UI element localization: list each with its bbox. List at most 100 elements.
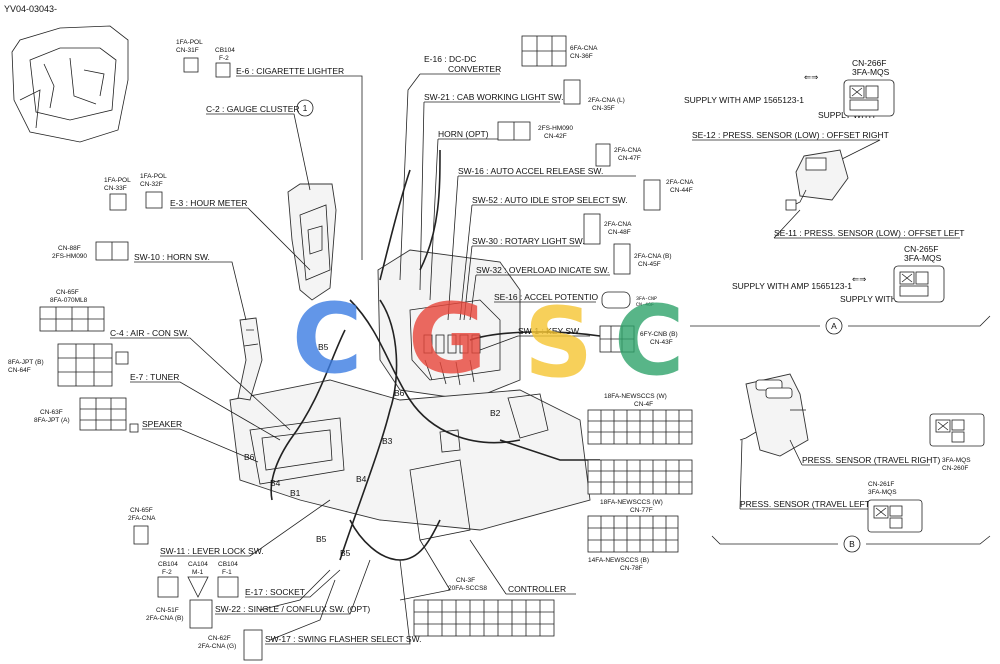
cab-thumbnail [11,25,129,143]
svg-text:3FA-MQS: 3FA-MQS [904,253,942,263]
connector-cn4f: 18FA-NEWSCCS (W) CN-4F [587,393,693,445]
svg-text:CB104: CB104 [158,561,178,568]
svg-text:3FA-CNP: 3FA-CNP [636,296,657,302]
label-hour-meter: E-3 : HOUR METER [170,198,247,208]
label-key-sw: SW-1 : KEY SW. [518,326,581,336]
arrow-a-bottom: ⇐⇒ [852,274,867,284]
svg-text:CN-77F: CN-77F [630,507,653,514]
svg-text:CN-65F: CN-65F [56,289,79,296]
arrow-a-top: ⇐⇒ [804,72,819,82]
connector-cn64f: 8FA-JPT (B) CN-64F [8,343,129,387]
label-press-low-left: SE-11 : PRESS. SENSOR (LOW) : OFFSET LEF… [774,228,965,238]
svg-text:CN-266F: CN-266F [852,58,886,68]
svg-text:SUPPLY WITH AMP 1565123-1: SUPPLY WITH AMP 1565123-1 [684,95,804,105]
harness-labels: B5 B6 B2 B3 B6 B4 B4 B1 B5 B5 [244,342,501,558]
connector-cn46f: 3FA-CNP CN-46F [601,291,657,309]
svg-text:20FA-SCCS8: 20FA-SCCS8 [448,585,487,592]
connector-cn65f-bottom: CN-65F 2FA-CNA [128,507,156,545]
connector-cn63f: CN-63F 8FA-JPT (A) [34,397,139,433]
section-b-marker: B [849,539,855,549]
svg-text:CN-33F: CN-33F [104,185,127,192]
label-single-conflux-sw: SW-22 : SINGLE / CONFLUX SW. (OPT) [215,604,370,614]
svg-text:M-1: M-1 [192,569,204,576]
svg-text:SUPPLY WITH AMP 1565123-1: SUPPLY WITH AMP 1565123-1 [732,281,852,291]
connector-cn77f: 18FA-NEWSCCS (W) CN-77F [587,459,693,514]
svg-text:2FA-CNA: 2FA-CNA [604,221,632,228]
svg-text:CN-42F: CN-42F [544,133,567,140]
svg-text:CN-51F: CN-51F [156,607,179,614]
connector-cb104-f2b: CB104 F-2 [157,561,179,598]
console-assembly [229,183,591,601]
svg-text:CN-45F: CN-45F [638,261,661,268]
svg-text:B4: B4 [356,474,367,484]
document-id: YV04-03043- [4,4,57,14]
svg-text:18FA-NEWSCCS (W): 18FA-NEWSCCS (W) [600,499,663,506]
svg-text:8FA-JPT (A): 8FA-JPT (A) [34,417,70,424]
connector-cn47f: 2FA-CNA CN-47F [595,143,642,167]
connector-cn266f [843,79,895,117]
svg-text:14FA-NEWSCCS (B): 14FA-NEWSCCS (B) [588,557,649,564]
connector-cn31f: 1FA-POL CN-31F [176,39,203,73]
label-accel-potentio: SE-16 : ACCEL POTENTIO [494,292,598,302]
svg-text:CN-46F: CN-46F [636,302,654,308]
svg-text:CN-31F: CN-31F [176,47,199,54]
connector-cn62f: CN-62F 2FA-CNA (G) [198,629,263,661]
svg-text:B5: B5 [318,342,329,352]
svg-text:CN-47F: CN-47F [618,155,641,162]
svg-text:2FA-CNA: 2FA-CNA [128,515,156,522]
watermark-letter-g: G [408,283,487,395]
svg-text:B6: B6 [244,452,255,462]
press-sensor-low-icon [785,149,849,211]
svg-text:2FS-HM090: 2FS-HM090 [538,125,573,132]
svg-text:F-2: F-2 [219,55,229,62]
label-dcdc-1: E-16 : DC-DC [424,54,476,64]
connector-cb104-f1: CB104 F-1 [217,561,239,598]
svg-text:CB104: CB104 [218,561,238,568]
svg-text:8FA-070ML8: 8FA-070ML8 [50,297,88,304]
watermark-letter-c1: C [292,283,362,395]
connector-cn35f: 2FA-CNA (L) CN-35F [563,79,625,112]
label-press-travel-left: PRESS. SENSOR (TRAVEL LEFT) [740,499,873,509]
section-a-marker: A [831,321,837,331]
connector-cn261f [867,499,923,533]
label-swing-flasher-sw: SW-17 : SWING FLASHER SELECT SW. [265,634,422,644]
label-auto-idle: SW-52 : AUTO IDLE STOP SELECT SW. [472,195,628,205]
svg-text:8FA-JPT (B): 8FA-JPT (B) [8,359,44,366]
label-cab-working-light: SW-21 : CAB WORKING LIGHT SW. [424,92,564,102]
label-tuner: E-7 : TUNER [130,372,179,382]
svg-text:CB104: CB104 [215,47,235,54]
svg-text:B3: B3 [382,436,393,446]
svg-text:CN-64F: CN-64F [8,367,31,374]
connector-cn51f: CN-51F 2FA-CNA (B) [146,599,213,629]
svg-text:CN-261F: CN-261F [868,481,894,488]
connector-cn43f: 6FY-CNB (B) CN-43F [599,325,678,353]
section-a: SUPPLY WITH AMP 1565123-1 ⇐⇒ SUPPLY WITH… [684,58,991,335]
press-sensor-travel-icon [739,373,809,457]
connector-cn32f: 1FA-POL CN-32F [140,173,167,209]
connector-cn33f: 1FA-POL CN-33F [104,177,131,211]
watermark: C G S C [292,283,684,399]
svg-text:2FA-CNA (L): 2FA-CNA (L) [588,97,625,104]
svg-text:CN-43F: CN-43F [650,339,673,346]
watermark-letter-c2: C [614,285,684,397]
svg-text:2FA-CNA (G): 2FA-CNA (G) [198,643,236,650]
svg-text:CN-78F: CN-78F [620,565,643,572]
svg-text:CN-32F: CN-32F [140,181,163,188]
label-press-travel-right: PRESS. SENSOR (TRAVEL RIGHT) [802,455,941,465]
label-controller: CONTROLLER [508,584,566,594]
connector-cn88f: CN-88F 2FS-HM090 [52,241,129,261]
svg-text:1: 1 [303,103,308,113]
connector-cb104-f2: CB104 F-2 [215,47,235,78]
label-speaker: SPEAKER [142,419,182,429]
svg-text:CN-62F: CN-62F [208,635,231,642]
svg-text:3FA-MQS: 3FA-MQS [868,489,897,496]
svg-text:CN-48F: CN-48F [608,229,631,236]
svg-text:CN-44F: CN-44F [670,187,693,194]
connector-cn65f-top: CN-65F 8FA-070ML8 [39,289,105,332]
wire-harness [259,149,601,641]
connector-ca104: CA104 M-1 [187,561,209,598]
svg-text:3FA-MQS: 3FA-MQS [852,67,890,77]
svg-text:1FA-POL: 1FA-POL [176,39,203,46]
svg-text:CN-65F: CN-65F [130,507,153,514]
